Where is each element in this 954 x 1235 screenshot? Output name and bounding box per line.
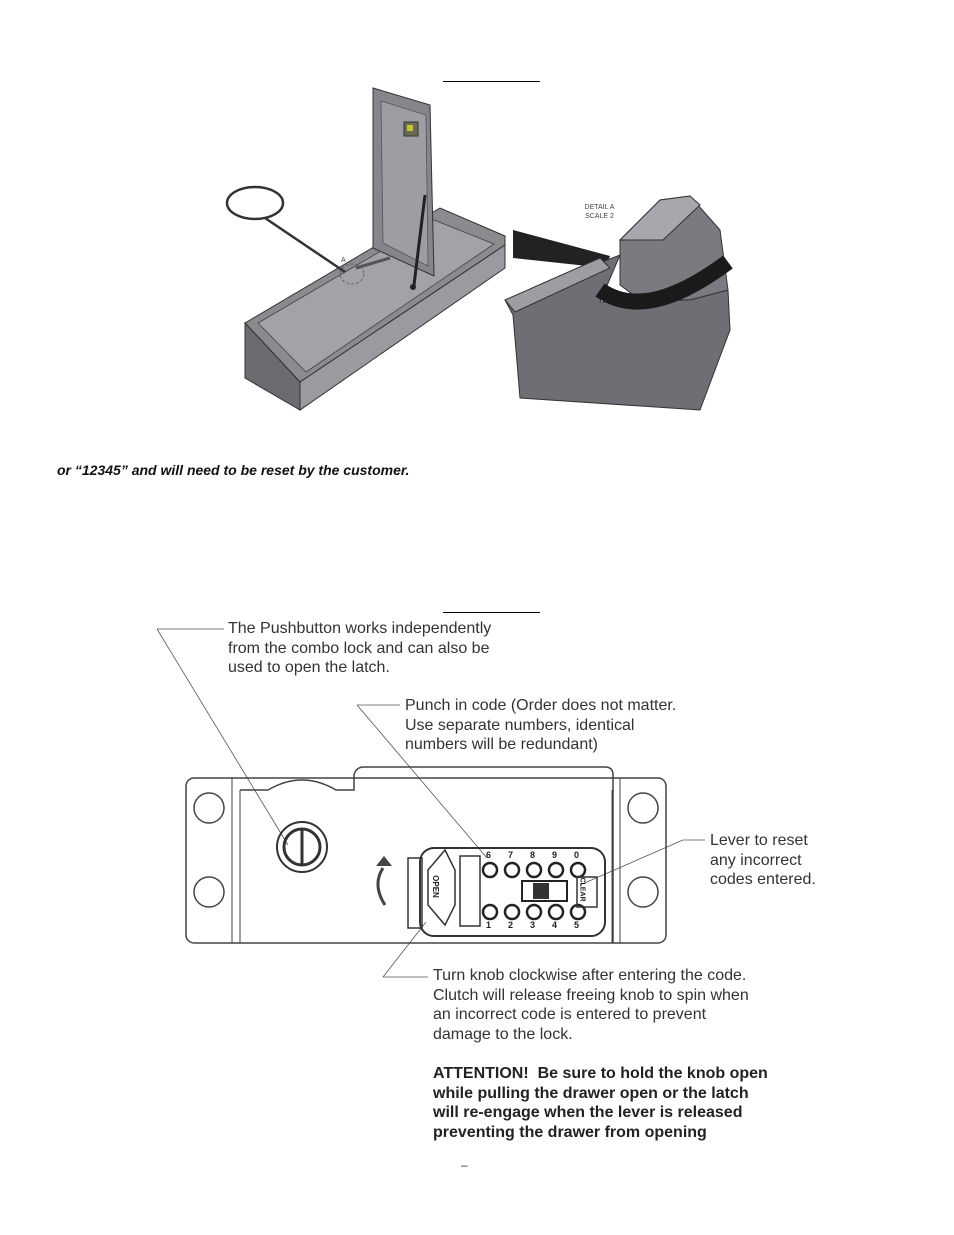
- key-number: 7: [508, 850, 514, 860]
- detail-label: DETAIL A SCALE 2: [572, 203, 627, 221]
- drawer-assembly-figure: [225, 87, 733, 411]
- figure-heading-rule-top: [443, 81, 540, 82]
- lever-label: CLEAR: [578, 877, 586, 902]
- punch-code-callout: Punch in code (Order does not matter. Us…: [405, 697, 677, 753]
- detail-label-line2: SCALE 2: [585, 213, 614, 220]
- attention-warning: ATTENTION! Be sure to hold the knob open…: [433, 1065, 768, 1141]
- key-number: 8: [530, 850, 536, 860]
- knob-label: OPEN: [430, 875, 440, 898]
- key-number: 0: [574, 850, 580, 860]
- key-number: 4: [552, 920, 558, 930]
- key-number: 6: [486, 850, 492, 860]
- reset-note: or “12345” and will need to be reset by …: [57, 462, 410, 478]
- page-mark: –: [461, 1158, 468, 1172]
- pushbutton-callout: The Pushbutton works independently from …: [228, 620, 492, 676]
- key-number: 9: [552, 850, 558, 860]
- key-number: 2: [508, 920, 514, 930]
- detail-callout-letter: A: [341, 257, 346, 264]
- key-number: 5: [574, 920, 580, 930]
- turn-knob-callout: Turn knob clockwise after entering the c…: [433, 967, 749, 1043]
- key-number: 1: [486, 920, 492, 930]
- lever-callout: Lever to reset any incorrect codes enter…: [710, 832, 816, 888]
- detail-label-line1: DETAIL A: [584, 204, 615, 211]
- key-number: 3: [530, 920, 536, 930]
- figure-heading-rule-bottom: [443, 612, 540, 613]
